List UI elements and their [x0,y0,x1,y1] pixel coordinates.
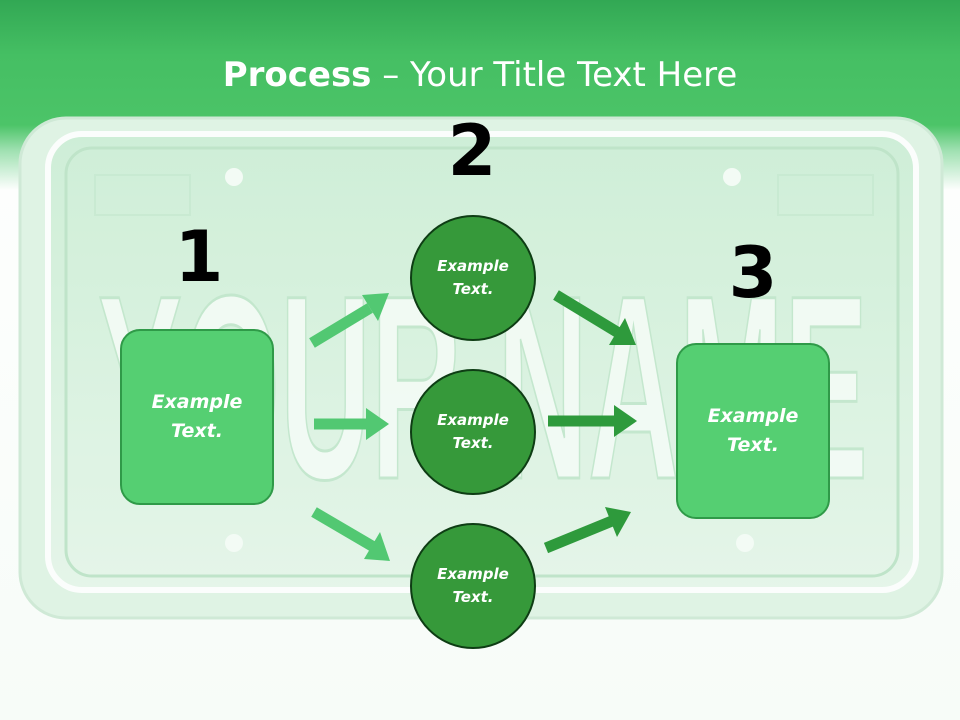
arrow-box1-to-top [309,293,389,348]
step-2-circle-middle-text: Example Text. [437,411,509,452]
title-rest: – Your Title Text Here [371,55,738,95]
step-2-circle-bottom: Example Text. [410,523,536,649]
arrow-box1-to-middle [314,408,389,440]
arrow-top-to-box3 [553,290,636,345]
step-3-text: Example Text. [707,405,799,456]
step-number-3: 3 [728,232,778,314]
step-2-circle-top: Example Text. [410,215,536,341]
step-number-2: 2 [447,110,497,192]
arrow-box1-to-bottom [311,507,390,561]
step-1-text: Example Text. [151,391,243,442]
step-2-circle-top-text: Example Text. [437,257,509,298]
step-1-box: Example Text. [120,329,274,505]
arrow-middle-to-box3 [548,405,637,437]
arrow-bottom-to-box3 [543,507,631,554]
step-number-1: 1 [174,216,224,298]
step-2-circle-bottom-text: Example Text. [437,565,509,606]
title-bold: Process [222,55,372,95]
step-3-box: Example Text. [676,343,830,519]
step-2-circle-middle: Example Text. [410,369,536,495]
slide-title: Process – Your Title Text Here [0,52,960,98]
